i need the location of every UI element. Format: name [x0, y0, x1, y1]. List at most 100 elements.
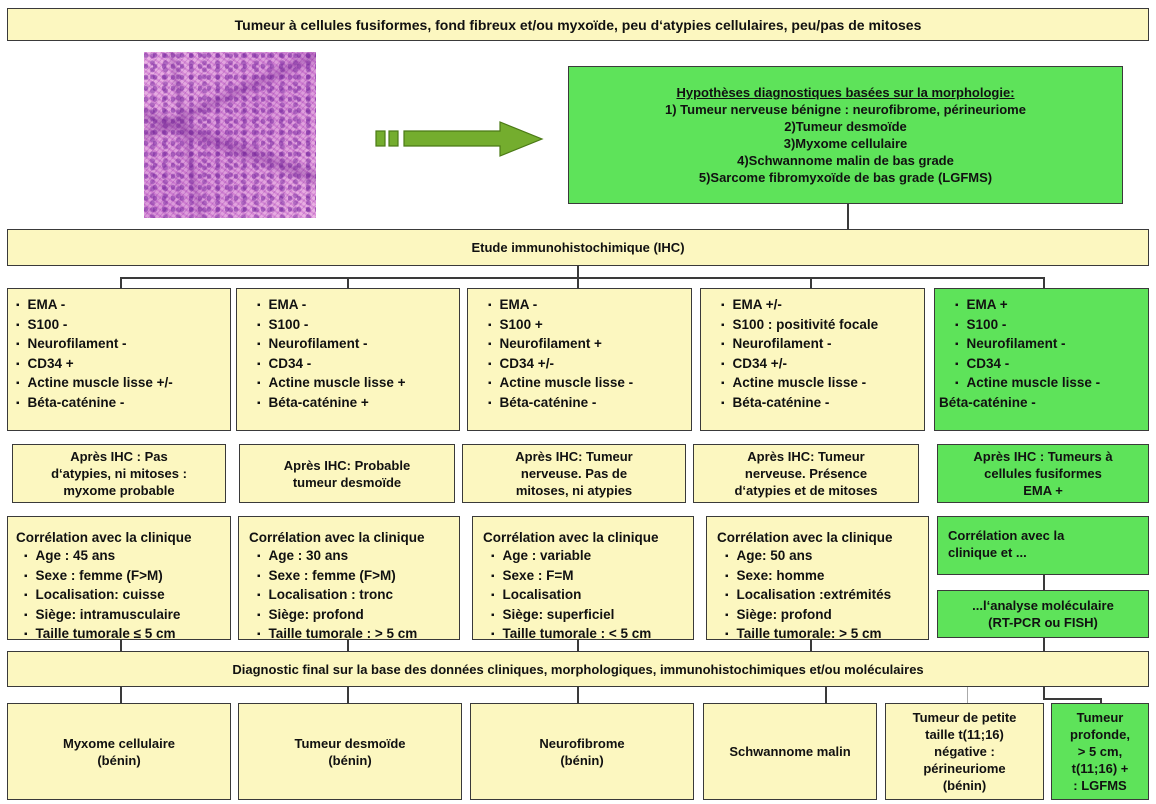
clinic-item: Sexe: homme — [725, 567, 928, 587]
connector-line — [577, 277, 579, 289]
hypothesis-item: 1) Tumeur nerveuse bénigne : neurofibrom… — [665, 102, 1026, 117]
after-ihc-line: Après IHC: Tumeur — [747, 449, 865, 464]
final-line: profonde, — [1070, 727, 1130, 742]
hypothesis-item: 3)Myxome cellulaire — [783, 136, 908, 151]
after-ihc-line: EMA + — [1023, 483, 1063, 498]
after-ihc-line: nerveuse. Pas de — [520, 466, 628, 481]
hypothesis-item: 2)Tumeur desmoïde — [784, 119, 907, 134]
connector-line — [967, 686, 968, 704]
connector-line — [1043, 686, 1045, 699]
final-line: Tumeur — [1076, 710, 1124, 725]
marker-box-3: EMA - S100 + Neurofilament + CD34 +/- Ac… — [467, 288, 692, 431]
final-line: > 5 cm, — [1077, 744, 1123, 759]
connector-line — [1100, 698, 1102, 704]
marker-item: Actine muscle lisse - — [955, 374, 1148, 394]
clinic-item: Age : 30 ans — [257, 547, 459, 567]
after-ihc-box-4: Après IHC: Tumeur nerveuse. Présence d‘a… — [693, 444, 919, 503]
connector-line — [810, 277, 812, 289]
marker-item: CD34 - — [257, 355, 459, 375]
marker-item: Béta-caténine - — [939, 394, 1036, 410]
final-line: Neurofibrome — [539, 735, 625, 751]
marker-box-1: EMA - S100 - Neurofilament - CD34 + Acti… — [7, 288, 231, 431]
marker-item: Béta-caténine - — [488, 394, 691, 414]
marker-item: EMA - — [488, 296, 691, 316]
after-ihc-box-3: Après IHC: Tumeur nerveuse. Pas de mitos… — [462, 444, 686, 503]
final-box-4: Schwannome malin — [703, 703, 877, 800]
clinic5-line: clinique et ... — [948, 545, 1027, 560]
final-line: Tumeur desmoïde — [294, 735, 406, 751]
molecular-line: ...l‘analyse moléculaire — [972, 598, 1114, 613]
after-ihc-line: d‘atypies, ni mitoses : — [51, 466, 187, 481]
after-ihc-box-1: Après IHC : Pas d‘atypies, ni mitoses : … — [12, 444, 226, 503]
clinic-title: Corrélation avec la clinique — [483, 530, 659, 545]
final-box-5: Tumeur de petite taille t(11;16) négativ… — [885, 703, 1044, 800]
after-ihc-box-5: Après IHC : Tumeurs à cellules fusiforme… — [937, 444, 1149, 503]
connector-line — [847, 203, 849, 230]
histology-micrograph-image — [144, 52, 316, 218]
clinic-box-4: Corrélation avec la clinique Age: 50 ans… — [706, 516, 929, 641]
marker-item: EMA - — [16, 296, 230, 316]
marker-item: Actine muscle lisse - — [488, 374, 691, 394]
clinic-box-3: Corrélation avec la clinique Age : varia… — [472, 516, 694, 641]
connector-line — [825, 686, 827, 704]
final-line: (bénin) — [328, 752, 372, 768]
header-text: Tumeur à cellules fusiformes, fond fibre… — [234, 16, 922, 33]
marker-item: Béta-caténine - — [721, 394, 924, 414]
clinic-item: Taille tumorale : > 5 cm — [257, 625, 459, 645]
after-ihc-line: Après IHC : Pas — [70, 449, 168, 464]
clinic-item: Siège: superficiel — [491, 606, 693, 626]
marker-item: CD34 - — [955, 355, 1148, 375]
connector-line — [120, 277, 122, 289]
final-box-3: Neurofibrome (bénin) — [470, 703, 694, 800]
clinic-item: Age: 50 ans — [725, 547, 928, 567]
clinic-title: Corrélation avec la clinique — [717, 530, 893, 545]
final-diagnosis-box: Diagnostic final sur la base des données… — [7, 651, 1149, 687]
after-ihc-line: myxome probable — [63, 483, 175, 498]
after-ihc-line: cellules fusiformes — [984, 466, 1102, 481]
clinic-title: Corrélation avec la clinique — [16, 530, 192, 545]
clinic-box-1: Corrélation avec la clinique Age : 45 an… — [7, 516, 231, 641]
marker-item: Neurofilament - — [16, 335, 230, 355]
marker-item: EMA +/- — [721, 296, 924, 316]
connector-line — [577, 686, 579, 704]
clinic-item: Localisation — [491, 586, 693, 606]
connector-line — [1043, 637, 1045, 652]
marker-item: Actine muscle lisse + — [257, 374, 459, 394]
clinic5-line: Corrélation avec la — [948, 528, 1065, 543]
final-line: (bénin) — [942, 778, 987, 793]
clinic-item: Localisation : tronc — [257, 586, 459, 606]
connector-line — [347, 686, 349, 704]
final-line: (bénin) — [97, 752, 141, 768]
final-line: taille t(11;16) — [925, 727, 1004, 742]
connector-line — [577, 639, 579, 652]
connector-line — [810, 639, 812, 652]
molecular-box: ...l‘analyse moléculaire (RT-PCR ou FISH… — [937, 590, 1149, 638]
after-ihc-box-2: Après IHC: Probable tumeur desmoïde — [239, 444, 455, 503]
after-ihc-line: Après IHC : Tumeurs à — [973, 449, 1113, 464]
marker-item: Neurofilament + — [488, 335, 691, 355]
clinic-item: Siège: profond — [725, 606, 928, 626]
connector-line — [120, 639, 122, 652]
final-line: Myxome cellulaire — [63, 735, 175, 751]
hypotheses-box: Hypothèses diagnostiques basées sur la m… — [568, 66, 1123, 204]
marker-item: Neurofilament - — [955, 335, 1148, 355]
connector-line — [577, 265, 579, 278]
connector-line — [1043, 574, 1045, 591]
clinic-item: Sexe : femme (F>M) — [257, 567, 459, 587]
after-ihc-line: nerveuse. Présence — [744, 466, 868, 481]
marker-item: Neurofilament - — [721, 335, 924, 355]
clinic-item: Localisation :extrémités — [725, 586, 928, 606]
clinic-item: Age : variable — [491, 547, 693, 567]
final-box-2: Tumeur desmoïde (bénin) — [238, 703, 462, 800]
final-line: négative : — [934, 744, 995, 759]
final-line: t(11;16) + — [1071, 761, 1129, 776]
clinic-item: Taille tumorale : < 5 cm — [491, 625, 693, 645]
clinic-item: Siège: intramusculaire — [24, 606, 230, 626]
final-box-1: Myxome cellulaire (bénin) — [7, 703, 231, 800]
marker-item: Actine muscle lisse +/- — [16, 374, 230, 394]
marker-item: EMA + — [955, 296, 1148, 316]
final-line: : LGFMS — [1073, 778, 1127, 793]
hypothesis-item: 4)Schwannome malin de bas grade — [737, 153, 954, 168]
marker-item: S100 - — [955, 316, 1148, 336]
hypothesis-item: 5)Sarcome fibromyxoïde de bas grade (LGF… — [698, 170, 993, 185]
